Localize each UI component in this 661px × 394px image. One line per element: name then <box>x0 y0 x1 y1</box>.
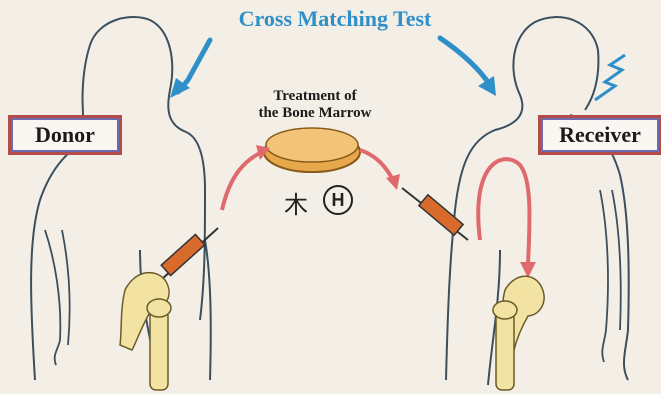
receiver-label: Receiver <box>538 115 661 155</box>
red-arrowhead-3 <box>520 262 536 278</box>
hospital-h-icon: H <box>323 185 353 215</box>
donor-label: Donor <box>8 115 122 155</box>
treatment-label: Treatment of the Bone Marrow <box>225 88 405 122</box>
red-arrow-dish-to-receiver <box>360 150 393 180</box>
red-arrow-donor-to-dish <box>222 152 262 210</box>
red-arrow-receiver-to-bone <box>478 159 529 265</box>
red-arrowhead-2 <box>386 174 400 190</box>
diagram-title: Cross Matching Test <box>205 6 465 32</box>
treatment-label-line-2: the Bone Marrow <box>225 105 405 122</box>
blue-arrow-right <box>440 38 490 85</box>
tree-glyph-icon: 木 <box>284 185 308 220</box>
donor-bone-icon <box>120 273 171 390</box>
receiver-syringe-icon <box>402 188 468 240</box>
lightning-icon <box>595 55 625 100</box>
receiver-bone-icon <box>493 276 544 390</box>
donor-arm-outline <box>45 230 70 365</box>
dish-top <box>266 128 358 162</box>
treatment-label-line-1: Treatment of <box>225 88 405 105</box>
receiver-arm-outline <box>600 190 621 362</box>
